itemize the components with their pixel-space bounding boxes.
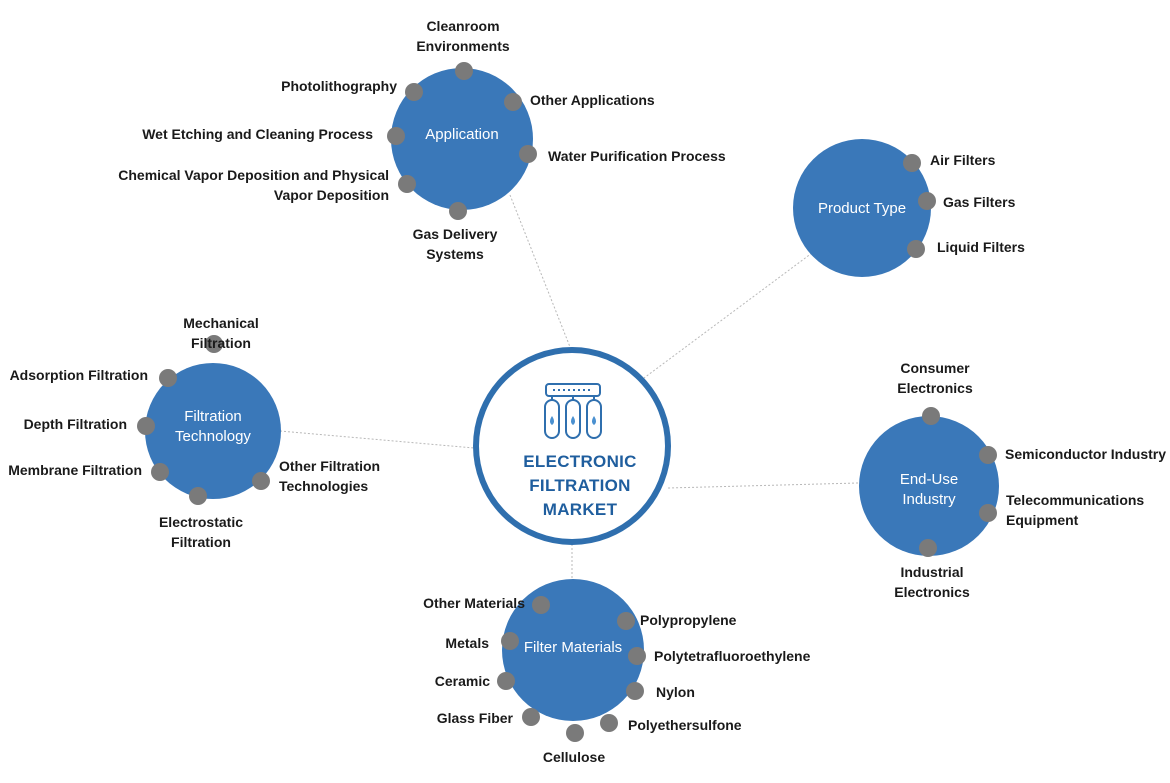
node-dot-polyethersulfone [600, 714, 618, 732]
node-dot-glass-fiber [522, 708, 540, 726]
node-dot-other-filtration-technologies [252, 472, 270, 490]
connector-filtration-technology [279, 430, 475, 449]
node-dot-industrial-electronics [919, 539, 937, 557]
node-dot-adsorption-filtration [159, 369, 177, 387]
segment-label-polyethersulfone: Polyethersulfone [628, 717, 742, 733]
water-filter-icon [544, 383, 602, 439]
segment-label-water-purification-process: Water Purification Process [548, 148, 726, 164]
segment-label-photolithography: Photolithography [281, 78, 397, 94]
node-dot-mechanical-filtration [205, 335, 223, 353]
cluster-title-filter-materials: Filter Materials [524, 639, 622, 656]
node-dot-nylon [626, 682, 644, 700]
node-dot-cellulose [566, 724, 584, 742]
cluster-circle-filter-materials [502, 579, 644, 721]
connector-product-type [643, 252, 813, 379]
segment-label-other-materials: Other Materials [423, 595, 525, 611]
segment-label-nylon: Nylon [656, 684, 695, 700]
node-dot-water-purification-process [519, 145, 537, 163]
segment-label-semiconductor-industry: Semiconductor Industry [1005, 446, 1166, 462]
cluster-circle-filtration-technology [145, 363, 281, 499]
segment-label-polypropylene: Polypropylene [640, 612, 737, 628]
segment-label-wet-etching-and-cleaning-process: Wet Etching and Cleaning Process [142, 126, 373, 142]
node-dot-polypropylene [617, 612, 635, 630]
segment-label-adsorption-filtration: Adsorption Filtration [10, 367, 148, 383]
cluster-circle-application [391, 68, 533, 210]
center-node: ELECTRONIC FILTRATION MARKET [473, 347, 671, 545]
node-dot-wet-etching-and-cleaning-process [387, 127, 405, 145]
cluster-title-application: Application [425, 126, 498, 143]
node-dot-semiconductor-industry [979, 446, 997, 464]
node-dot-polytetrafluoroethylene [628, 647, 646, 665]
center-title-line-3: MARKET [543, 500, 618, 519]
connector-application [509, 194, 573, 353]
node-dot-liquid-filters [907, 240, 925, 258]
node-dot-other-applications [504, 93, 522, 111]
center-ring [473, 347, 671, 545]
node-dot-consumer-electronics [922, 407, 940, 425]
node-dot-gas-delivery-systems [449, 202, 467, 220]
node-dot-other-materials [532, 596, 550, 614]
node-dot-depth-filtration [137, 417, 155, 435]
node-dot-chemical-vapor-deposition-and-physical-vapor-deposition [398, 175, 416, 193]
segment-label-depth-filtration: Depth Filtration [24, 416, 127, 432]
node-dot-ceramic [497, 672, 515, 690]
segment-label-polytetrafluoroethylene: Polytetrafluoroethylene [654, 648, 811, 664]
cluster-circle-end-use-industry [859, 416, 999, 556]
center-title-line-1: ELECTRONIC [523, 452, 637, 471]
node-dot-metals [501, 632, 519, 650]
segment-label-membrane-filtration: Membrane Filtration [8, 462, 142, 478]
node-dot-air-filters [903, 154, 921, 172]
segment-label-metals: Metals [445, 635, 489, 651]
segment-label-cellulose: Cellulose [543, 749, 605, 765]
segment-label-glass-fiber: Glass Fiber [437, 710, 514, 726]
connector-lines [279, 194, 859, 578]
cluster-title-product-type: Product Type [818, 200, 906, 217]
segment-label-ceramic: Ceramic [435, 673, 490, 689]
cluster-circle-product-type [793, 139, 931, 277]
node-dot-electrostatic-filtration [189, 487, 207, 505]
node-dot-membrane-filtration [151, 463, 169, 481]
segment-label-air-filters: Air Filters [930, 152, 996, 168]
node-dot-cleanroom-environments [455, 62, 473, 80]
segment-label-liquid-filters: Liquid Filters [937, 239, 1025, 255]
node-dot-photolithography [405, 83, 423, 101]
node-dot-gas-filters [918, 192, 936, 210]
segment-label-gas-filters: Gas Filters [943, 194, 1016, 210]
center-title-line-2: FILTRATION [529, 476, 631, 495]
connector-end-use-industry [667, 482, 859, 489]
node-dot-telecommunications-equipment [979, 504, 997, 522]
cluster-filter-materials: Filter Materials Other MaterialsPolypropy… [423, 579, 811, 765]
segment-label-other-applications: Other Applications [530, 92, 655, 108]
